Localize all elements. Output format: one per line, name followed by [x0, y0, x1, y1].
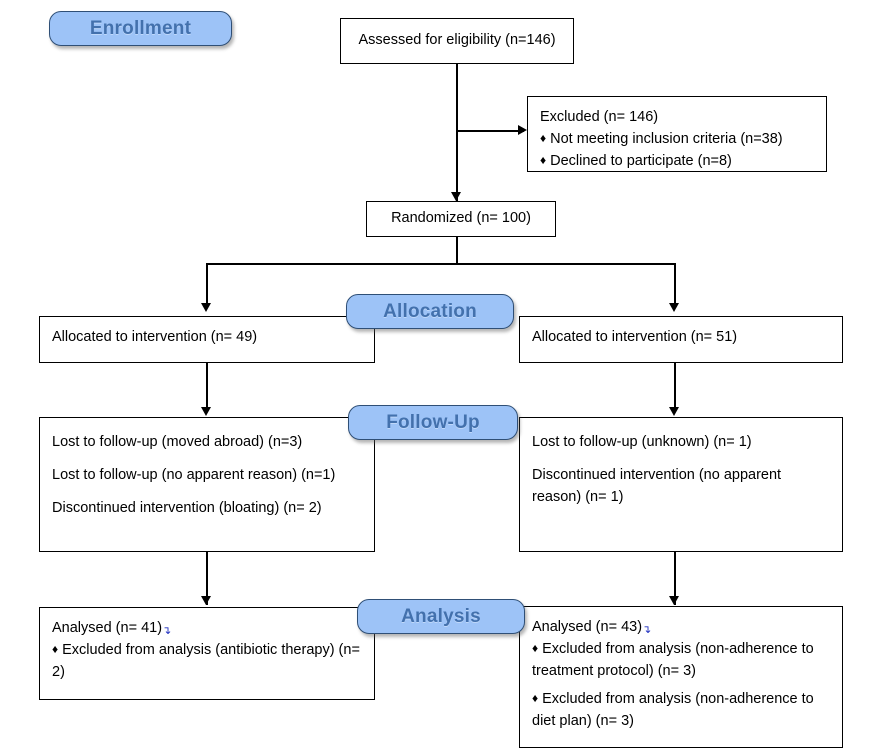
followup-left-line-2: Discontinued intervention (bloating) (n=… — [52, 499, 322, 516]
stage-label-allocation: Allocation — [346, 294, 514, 329]
box-excluded: Excluded (n= 146) ♦Not meeting inclusion… — [527, 96, 827, 172]
spacer — [532, 682, 830, 689]
followup-right-line-1: Discontinued intervention (no apparent r… — [532, 466, 782, 505]
connector-to-excluded — [456, 130, 524, 132]
allocated-left-text: Allocated to intervention (n= 49) — [52, 329, 258, 345]
analysed-left-item-0-text: Excluded from analysis (antibiotic thera… — [52, 641, 360, 680]
box-allocated-right: Allocated to intervention (n= 51) — [519, 316, 843, 363]
connector-randomized-to-left-allocation — [206, 263, 208, 305]
box-randomized: Randomized (n= 100) — [366, 201, 556, 237]
excluded-title: Excluded (n= 146) — [540, 109, 659, 125]
analysed-right-item-0: ♦Excluded from analysis (non-adherence t… — [532, 639, 830, 683]
box-followup-right: Lost to follow-up (unknown) (n= 1) Disco… — [519, 417, 843, 552]
connector-right-allocation-to-followup — [674, 363, 676, 408]
analysed-right-title-text: Analysed (n= 43) — [532, 619, 643, 635]
excluded-item-1-text: Declined to participate (n=8) — [550, 152, 732, 169]
analysed-left-title-text: Analysed (n= 41) — [52, 620, 163, 636]
connector-left-allocation-to-followup — [206, 363, 208, 408]
assessed-text: Assessed for eligibility (n=146) — [358, 32, 556, 49]
bullet-icon: ♦ — [540, 130, 547, 145]
analysed-left-item-0: ♦Excluded from analysis (antibiotic ther… — [52, 640, 362, 684]
stage-label-analysis: Analysis — [357, 599, 525, 634]
box-analysed-right: Analysed (n= 43)↴ ♦Excluded from analysi… — [519, 606, 843, 748]
box-assessed-for-eligibility: Assessed for eligibility (n=146) — [340, 18, 574, 64]
followup-left-line-1: Lost to follow-up (no apparent reason) (… — [52, 466, 336, 483]
stage-label-allocation-text: Allocation — [383, 300, 477, 322]
followup-left-line-0: Lost to follow-up (moved abroad) (n=3) — [52, 434, 303, 450]
arrowhead-left-allocation — [201, 303, 211, 312]
connector-assessed-to-randomized — [456, 64, 458, 201]
spacer — [52, 487, 362, 498]
connector-left-followup-to-analysis — [206, 552, 208, 605]
randomized-text: Randomized (n= 100) — [391, 210, 531, 227]
arrowhead-right-followup — [669, 407, 679, 416]
stage-label-followup-text: Follow-Up — [386, 411, 480, 433]
spacer — [532, 454, 830, 465]
connector-randomized-split — [206, 263, 675, 265]
stage-label-followup: Follow-Up — [348, 405, 518, 440]
box-followup-left: Lost to follow-up (moved abroad) (n=3) L… — [39, 417, 375, 552]
allocated-right-text: Allocated to intervention (n= 51) — [532, 329, 738, 345]
connector-randomized-stem — [456, 237, 458, 264]
comment-anchor-icon: ↴ — [162, 625, 172, 637]
stage-label-enrollment-text: Enrollment — [89, 17, 192, 39]
arrowhead-to-excluded — [518, 125, 527, 135]
connector-randomized-to-right-allocation — [674, 263, 676, 305]
analysed-right-item-1-text: Excluded from analysis (non-adherence to… — [532, 691, 814, 729]
arrowhead-left-analysis — [201, 596, 211, 605]
arrowhead-left-followup — [201, 407, 211, 416]
arrowhead-right-analysis — [669, 596, 679, 605]
bullet-icon: ♦ — [540, 152, 547, 167]
analysed-right-title: Analysed (n= 43)↴ — [532, 617, 830, 639]
excluded-item-0: ♦Not meeting inclusion criteria (n=38) — [540, 129, 814, 151]
followup-right-line-0: Lost to follow-up (unknown) (n= 1) — [532, 434, 752, 450]
arrowhead-right-allocation — [669, 303, 679, 312]
analysed-left-title: Analysed (n= 41)↴ — [52, 618, 362, 640]
stage-label-enrollment: Enrollment — [49, 11, 232, 46]
spacer — [52, 454, 362, 465]
bullet-icon: ♦ — [52, 641, 59, 656]
arrowhead-assessed-to-randomized — [451, 192, 461, 201]
stage-label-analysis-text: Analysis — [401, 605, 481, 627]
analysed-right-item-0-text: Excluded from analysis (non-adherence to… — [532, 640, 814, 679]
bullet-icon: ♦ — [532, 640, 539, 655]
box-allocated-left: Allocated to intervention (n= 49) — [39, 316, 375, 363]
bullet-icon: ♦ — [532, 691, 539, 706]
analysed-right-item-1: ♦Excluded from analysis (non-adherence t… — [532, 689, 830, 733]
excluded-item-0-text: Not meeting inclusion criteria (n=38) — [550, 130, 783, 147]
connector-right-followup-to-analysis — [674, 552, 676, 605]
comment-anchor-icon: ↴ — [642, 624, 652, 636]
box-analysed-left: Analysed (n= 41)↴ ♦Excluded from analysi… — [39, 607, 375, 700]
excluded-item-1: ♦Declined to participate (n=8) — [540, 151, 814, 173]
